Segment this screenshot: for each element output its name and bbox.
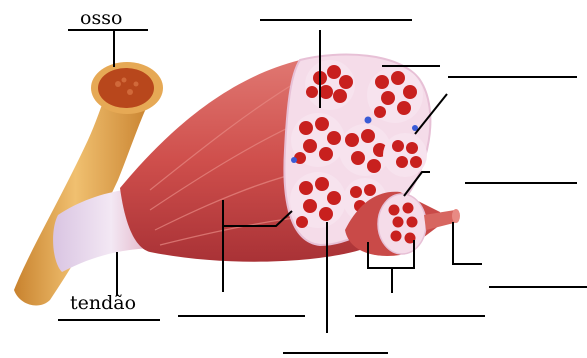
fascicle-bottom (290, 172, 346, 228)
label-osso: osso (80, 9, 122, 28)
fascicle-right-top (367, 67, 423, 123)
leader-5 (453, 222, 482, 264)
fascicle-center (339, 124, 391, 176)
blood-vessel-dot (365, 117, 372, 124)
fascicle-right (383, 133, 427, 177)
blood-vessel-dot (291, 157, 297, 163)
fascicle-left (291, 113, 345, 167)
fascicle-top (305, 60, 355, 110)
bone-marrow (98, 68, 154, 108)
label-tendao: tendão (70, 294, 136, 313)
